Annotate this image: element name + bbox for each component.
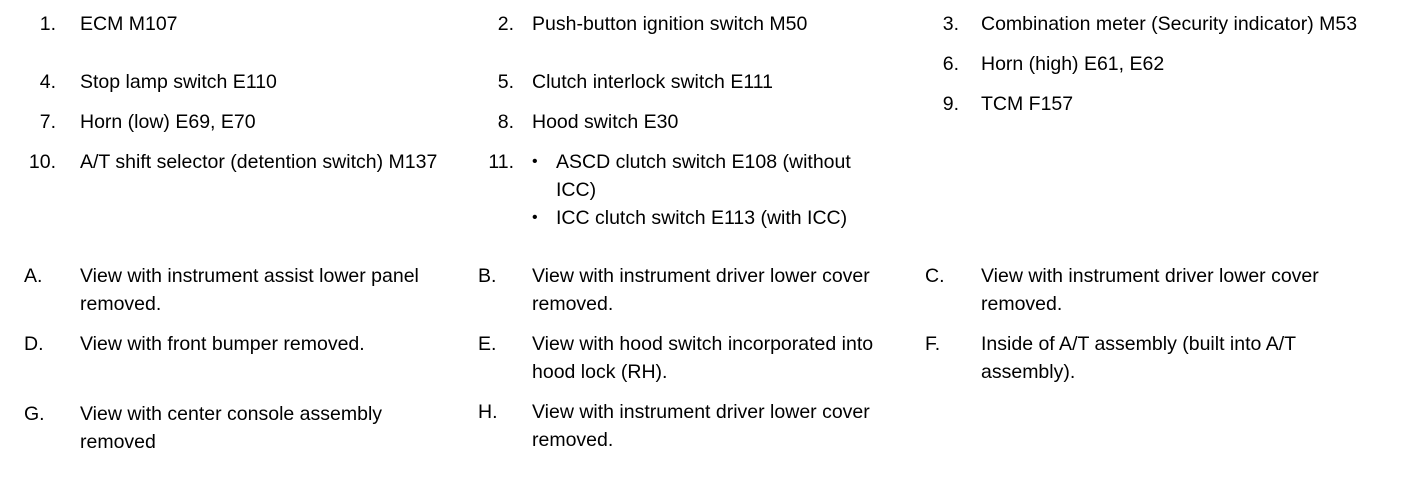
legend-text: Inside of A/T assembly (built into A/T a… [981,333,1296,383]
lettered-legend-block: A. View with instrument assist lower pan… [0,262,1408,456]
legend-entry-2: 2. Push-button ignition switch M50 [470,10,915,38]
legend-entry-5: 5. Clutch interlock switch E111 [470,68,915,96]
legend-text: Push-button ignition switch M50 [532,13,808,35]
lettered-legend-column-2: B. View with instrument driver lower cov… [470,262,915,456]
legend-text: View with instrument driver lower cover … [532,265,870,315]
legend-entry-3: 3. Combination meter (Security indicator… [915,10,1408,38]
list-item: • ICC clutch switch E113 (with ICC) [532,204,897,232]
numbered-legend-column-3: 3. Combination meter (Security indicator… [915,10,1408,232]
bullet-icon: • [532,209,538,226]
legend-entry-1: 1. ECM M107 [0,10,470,38]
legend-entry-g: G. View with center console assembly rem… [0,400,470,456]
legend-marker: 7. [39,111,56,133]
legend-marker: 5. [497,71,514,93]
lettered-legend-column-3: C. View with instrument driver lower cov… [915,262,1408,456]
legend-entry-4: 4. Stop lamp switch E110 [0,68,470,96]
row-spacer [470,38,915,48]
legend-entry-9: 9. TCM F157 [915,90,1408,118]
legend-marker: 2. [497,13,514,35]
bullet-text: ASCD clutch switch E108 (without ICC) [556,151,851,201]
legend-marker: 9. [942,93,959,115]
legend-text: Hood switch E30 [532,111,679,133]
legend-text: View with center console assembly remove… [80,403,383,453]
legend-text: Horn (high) E61, E62 [981,53,1165,75]
legend-entry-c: C. View with instrument driver lower cov… [915,262,1408,318]
row-spacer [0,48,470,58]
legend-text: Horn (low) E69, E70 [80,111,256,133]
legend-text: View with instrument driver lower cover … [981,265,1319,315]
row-spacer [470,48,915,58]
legend-entry-e: E. View with hood switch incorporated in… [470,330,915,386]
legend-bullet-list: • ASCD clutch switch E108 (without ICC) … [532,148,897,232]
legend-marker: C. [925,265,945,287]
legend-entry-11: 11. • ASCD clutch switch E108 (without I… [470,148,915,232]
row-spacer [0,58,470,68]
legend-entry-f: F. Inside of A/T assembly (built into A/… [915,330,1408,386]
legend-entry-10: 10. A/T shift selector (detention switch… [0,148,470,176]
legend-marker: 6. [942,53,959,75]
legend-marker: B. [478,265,497,287]
legend-marker: D. [24,333,44,355]
legend-entry-h: H. View with instrument driver lower cov… [470,398,915,454]
legend-text: A/T shift selector (detention switch) M1… [80,151,438,173]
row-spacer [0,38,470,48]
legend-text: Clutch interlock switch E111 [532,71,773,93]
lettered-legend-column-1: A. View with instrument assist lower pan… [0,262,470,456]
legend-text: View with instrument assist lower panel … [80,265,419,315]
legend-marker: A. [24,265,43,287]
legend-text: Combination meter (Security indicator) M… [981,13,1358,35]
legend-marker: H. [478,401,498,423]
legend-marker: 8. [497,111,514,133]
legend-text: ECM M107 [80,13,178,35]
numbered-legend-block: 1. ECM M107 4. Stop lamp switch E110 7. … [0,10,1408,232]
numbered-legend-column-2: 2. Push-button ignition switch M50 5. Cl… [470,10,915,232]
legend-text: View with front bumper removed. [80,333,365,355]
legend-entry-8: 8. Hood switch E30 [470,108,915,136]
legend-marker: 3. [942,13,959,35]
legend-text: Stop lamp switch E110 [80,71,277,93]
row-spacer [0,358,470,368]
numbered-legend-column-1: 1. ECM M107 4. Stop lamp switch E110 7. … [0,10,470,232]
legend-entry-b: B. View with instrument driver lower cov… [470,262,915,318]
legend-text: View with hood switch incorporated into … [532,333,874,383]
legend-marker: G. [24,403,45,425]
list-item: • ASCD clutch switch E108 (without ICC) [532,148,897,204]
legend-marker: F. [925,333,941,355]
legend-entry-d: D. View with front bumper removed. [0,330,470,358]
row-spacer [0,378,470,388]
row-spacer [470,58,915,68]
row-spacer [0,368,470,378]
legend-entry-6: 6. Horn (high) E61, E62 [915,50,1408,78]
legend-marker: 11. [488,151,514,173]
bullet-text: ICC clutch switch E113 (with ICC) [556,207,848,229]
legend-entry-7: 7. Horn (low) E69, E70 [0,108,470,136]
bullet-icon: • [532,153,538,170]
legend-text: • ASCD clutch switch E108 (without ICC) … [532,148,915,232]
legend-marker: 1. [39,13,56,35]
legend-text: TCM F157 [981,93,1074,115]
legend-marker: E. [478,333,497,355]
legend-entry-a: A. View with instrument assist lower pan… [0,262,470,318]
legend-text: View with instrument driver lower cover … [532,401,870,451]
legend-marker: 4. [39,71,56,93]
legend-marker: 10. [28,151,56,173]
